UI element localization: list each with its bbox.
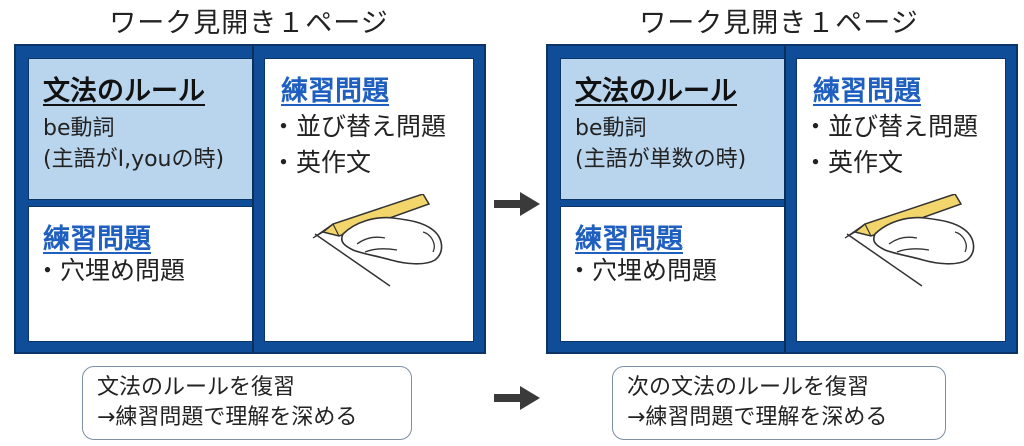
grammar-rule-line: (主語が単数の時) bbox=[575, 147, 747, 172]
workbook-spread-right: 文法のルール be動詞 (主語が単数の時) 練習問題 ・穴埋め問題 練習問題 ・… bbox=[546, 44, 1018, 354]
practice-item: ・英作文 bbox=[803, 148, 904, 177]
hand-writing-pencil-icon bbox=[844, 194, 975, 287]
note-line: 次の文法のルールを復習 bbox=[627, 375, 870, 400]
note-line: 文法のルールを復習 bbox=[97, 375, 296, 400]
grammar-rule-heading: 文法のルール bbox=[575, 76, 737, 107]
practice-panel-right: 練習問題 ・並び替え問題 ・英作文 bbox=[796, 58, 1006, 342]
practice-item: ・英作文 bbox=[271, 148, 372, 177]
spread-title-right: ワーク見開き１ページ bbox=[639, 8, 919, 39]
note-line: →練習問題で理解を深める bbox=[627, 405, 888, 430]
grammar-rule-heading: 文法のルール bbox=[43, 76, 205, 107]
practice-heading: 練習問題 bbox=[281, 76, 389, 107]
summary-note-right: 次の文法のルールを復習 →練習問題で理解を深める bbox=[612, 366, 946, 440]
practice-panel-right: 練習問題 ・並び替え問題 ・英作文 bbox=[264, 58, 474, 342]
grammar-rule-line: be動詞 bbox=[575, 116, 647, 141]
practice-heading: 練習問題 bbox=[575, 224, 683, 255]
right-arrow-icon bbox=[494, 386, 540, 410]
practice-item: ・穴埋め問題 bbox=[35, 256, 186, 285]
practice-item: ・並び替え問題 bbox=[803, 112, 979, 141]
workbook-spread-left: 文法のルール be動詞 (主語がI,youの時) 練習問題 ・穴埋め問題 練習問… bbox=[14, 44, 486, 354]
spread-center-divider bbox=[784, 46, 786, 352]
grammar-rule-panel: 文法のルール be動詞 (主語が単数の時) bbox=[560, 58, 786, 200]
practice-panel-lower: 練習問題 ・穴埋め問題 bbox=[28, 206, 254, 342]
spread-center-divider bbox=[252, 46, 254, 352]
right-arrow-icon bbox=[494, 192, 540, 216]
grammar-rule-panel: 文法のルール be動詞 (主語がI,youの時) bbox=[28, 58, 254, 200]
spread-title-left: ワーク見開き１ページ bbox=[109, 8, 389, 39]
practice-heading: 練習問題 bbox=[813, 76, 921, 107]
practice-item: ・並び替え問題 bbox=[271, 112, 447, 141]
grammar-rule-line: be動詞 bbox=[43, 116, 115, 141]
practice-heading: 練習問題 bbox=[43, 224, 151, 255]
practice-panel-lower: 練習問題 ・穴埋め問題 bbox=[560, 206, 786, 342]
note-line: →練習問題で理解を深める bbox=[97, 405, 358, 430]
hand-writing-pencil-icon bbox=[312, 194, 443, 287]
grammar-rule-line: (主語がI,youの時) bbox=[43, 147, 225, 172]
practice-item: ・穴埋め問題 bbox=[567, 256, 718, 285]
summary-note-left: 文法のルールを復習 →練習問題で理解を深める bbox=[82, 366, 412, 440]
